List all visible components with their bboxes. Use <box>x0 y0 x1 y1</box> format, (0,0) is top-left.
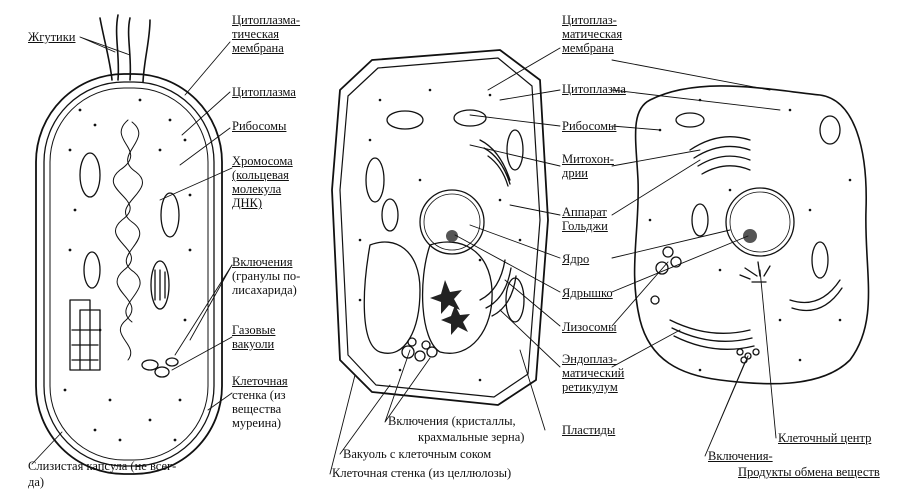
animal-membrane <box>633 85 870 385</box>
label-plant-inclusions-1: Включения (кристаллы, <box>388 414 516 428</box>
label-mid-membrane-3: мембрана <box>562 41 614 55</box>
label-animal-inclusions: Включения- <box>708 449 773 463</box>
label-cell-center: Клеточный центр <box>778 431 872 445</box>
plant-er <box>479 259 517 317</box>
label-plastids: Пластиды <box>562 423 616 437</box>
label-bact-cytoplasm: Цитоплазма <box>232 85 296 99</box>
bacterial-cell-wall <box>43 81 215 467</box>
label-er-3: ретикулум <box>562 380 618 394</box>
label-nucleolus: Ядрышко <box>562 286 613 300</box>
animal-er <box>669 279 843 350</box>
plant-vacuole <box>363 241 421 354</box>
label-chromosome-4: ДНК) <box>232 196 263 210</box>
label-bact-inclusions-1: Включения <box>232 255 293 269</box>
label-bact-ribosomes: Рибосомы <box>232 119 287 133</box>
animal-cell-center <box>739 261 771 283</box>
animal-inclusions <box>736 348 760 364</box>
label-plant-inclusions-2: крахмальные зерна) <box>418 430 525 444</box>
label-golgi-1: Аппарат <box>562 205 607 219</box>
label-capsule-2: да) <box>28 475 45 489</box>
bacterial-cell <box>35 14 223 475</box>
plant-cell-wall <box>331 49 549 406</box>
label-mitochondria-2: дрии <box>562 166 588 180</box>
label-gas-vacuoles-2: вакуоли <box>232 337 275 351</box>
label-bact-inclusions-3: лисахарида) <box>232 283 297 297</box>
chromosome-dna <box>112 119 143 361</box>
label-vacuole: Вакуоль с клеточным соком <box>343 447 492 461</box>
leader-lines <box>31 36 781 475</box>
plant-inclusions <box>401 337 438 362</box>
label-mitochondria-1: Митохон- <box>562 152 614 166</box>
label-bact-inclusions-2: (гранулы по- <box>232 269 301 283</box>
label-bact-cell-wall-3: вещества <box>232 402 282 416</box>
animal-golgi <box>689 136 751 175</box>
label-plant-cell-wall: Клеточная стенка (из целлюлозы) <box>332 466 512 480</box>
label-mid-ribosomes: Рибосомы <box>562 119 617 133</box>
animal-lysosomes <box>650 246 682 305</box>
label-mid-membrane-2: матическая <box>562 27 623 41</box>
label-chromosome-3: молекула <box>232 182 282 196</box>
label-gas-vacuoles-1: Газовые <box>232 323 276 337</box>
flagella <box>99 14 151 83</box>
label-chromosome-1: Хромосома <box>232 154 293 168</box>
animal-nucleolus <box>743 229 757 243</box>
plant-nucleus <box>419 189 485 255</box>
label-metabolites: Продукты обмена веществ <box>738 465 880 479</box>
label-bact-cell-wall-2: стенка (из <box>232 388 286 402</box>
label-golgi-2: Гольджи <box>562 219 608 233</box>
label-er-1: Эндоплаз- <box>562 352 618 366</box>
bacterial-ribosomes <box>63 98 192 442</box>
plant-nucleolus <box>446 230 458 242</box>
plant-cell <box>331 49 549 406</box>
bacterial-membrane <box>49 87 209 461</box>
label-lysosomes: Лизосомы <box>562 320 617 334</box>
label-nucleus: Ядро <box>562 252 590 266</box>
label-mid-cytoplasm: Цитоплазма <box>562 82 626 96</box>
label-flagella: Жгутики <box>28 30 76 44</box>
bacterial-capsule <box>35 73 223 475</box>
label-bact-cell-wall-4: муреина) <box>232 416 282 430</box>
label-chromosome-2: (кольцевая <box>232 168 289 182</box>
gas-vacuoles <box>69 299 101 371</box>
label-er-2: матический <box>562 366 625 380</box>
plant-golgi <box>479 139 511 187</box>
label-bact-membrane-3: мембрана <box>232 41 284 55</box>
label-mid-membrane-1: Цитоплаз- <box>562 13 617 27</box>
label-capsule-1: Слизистая капсула (не всег- <box>28 459 177 473</box>
label-bact-membrane-1: Цитоплазма- <box>232 13 301 27</box>
animal-nucleus <box>725 187 795 257</box>
label-bact-cell-wall-1: Клеточная <box>232 374 288 388</box>
label-bact-membrane-2: тическая <box>232 27 280 41</box>
animal-cell <box>633 85 870 385</box>
